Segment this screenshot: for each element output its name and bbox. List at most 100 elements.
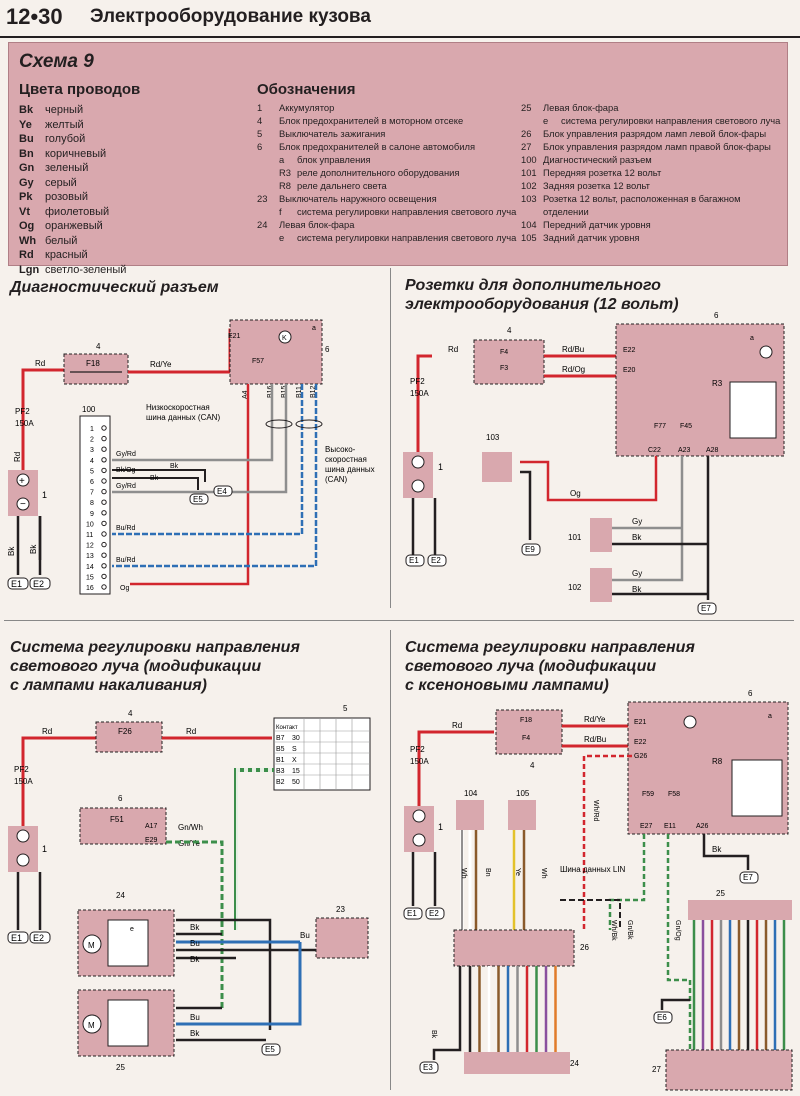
relay-r3-label: R3 xyxy=(712,379,723,388)
label-battery-1: 1 xyxy=(438,822,443,832)
label-5: 5 xyxy=(343,704,348,713)
designation-text: Передний датчик уровня xyxy=(543,219,651,230)
diag-pin-label: 13 xyxy=(86,553,94,560)
fuse-box-6 xyxy=(79,807,167,845)
label-4: 4 xyxy=(128,709,133,718)
module-27-output-wires xyxy=(692,920,786,1050)
designation-number: R8 xyxy=(279,180,291,191)
diag-pin xyxy=(101,584,107,590)
wire-color-name: серый xyxy=(45,176,77,189)
ground-e5 xyxy=(261,1043,281,1056)
ground-e2-label: E2 xyxy=(429,909,439,918)
fuse-f45-label: F45 xyxy=(680,423,692,430)
designation-text: Передняя розетка 12 вольт xyxy=(543,167,662,178)
pin-b2: B2 xyxy=(276,779,285,786)
wire-color-code: Wh xyxy=(19,234,37,247)
diag-pin xyxy=(101,425,107,431)
ground-e2 xyxy=(427,554,447,567)
wire-label-bk: Bk xyxy=(150,475,159,482)
designation-text: Задний датчик уровня xyxy=(543,232,640,243)
ignition-switch-5 xyxy=(273,717,371,791)
pin-b7: B7 xyxy=(276,735,285,742)
wire-label-rd-bu: Rd/Bu xyxy=(562,345,584,354)
diag-pin-label: 3 xyxy=(90,447,94,454)
level-sensor-105 xyxy=(508,800,536,830)
ground-e4 xyxy=(213,485,233,497)
label-105: 105 xyxy=(516,789,530,798)
wire-color-name: черный xyxy=(45,104,84,116)
diag-pin-label: 2 xyxy=(90,437,94,444)
low-can-label: шина данных (CAN) xyxy=(146,413,220,422)
label-4: 4 xyxy=(530,761,535,770)
divider-vertical-top xyxy=(390,268,391,608)
designation-row: отделении xyxy=(521,205,780,218)
label-100: 100 xyxy=(82,405,96,414)
socket-103 xyxy=(482,452,512,482)
section-title-line: Система регулировки направления xyxy=(405,639,695,656)
designation-number: 27 xyxy=(521,141,532,152)
diag-pin xyxy=(101,510,107,516)
wire-label-rd: Rd xyxy=(186,727,196,736)
fuse-box-4 xyxy=(63,353,129,385)
wire-label-rd-ye: Rd/Ye xyxy=(150,360,172,369)
wire-label-rd: Rd xyxy=(42,727,52,736)
designation-number: 5 xyxy=(257,128,263,139)
diagram-beam-xenon: 1 Rd PF2 150A E1 E2 4 F18 F4 Rd/Ye Rd/Bu… xyxy=(403,689,793,1091)
pin-30: 30 xyxy=(292,735,300,742)
pin-a4: A4 xyxy=(242,390,249,399)
designation-text: Аккумулятор xyxy=(279,102,335,113)
page-number: 12•30 xyxy=(6,4,63,29)
designation-text: реле дополнительного оборудования xyxy=(297,167,460,178)
wire-label-gn-wh: Gn/Wh xyxy=(178,823,203,832)
wire-color-name: красный xyxy=(45,249,88,261)
designation-text: реле дальнего света xyxy=(297,180,387,191)
wire-color-name: голубой xyxy=(45,133,86,145)
label-24: 24 xyxy=(570,1059,579,1068)
ground-e1 xyxy=(405,554,425,567)
designation-number: 25 xyxy=(521,102,532,113)
low-can-label: Низкоскоростная xyxy=(146,403,210,412)
diag-pin xyxy=(101,467,107,474)
relay-r3 xyxy=(729,381,777,439)
wire-label-bk: Bk xyxy=(430,1030,437,1039)
wire-color-code: Rd xyxy=(19,249,34,261)
wire-label-gy-rd: Gy/Rd xyxy=(116,483,136,490)
ground-e1-label: E1 xyxy=(11,933,22,943)
wire-label-bk: Bk xyxy=(190,1029,200,1038)
diag-pin-label: 11 xyxy=(86,532,93,539)
wire-color-name: фиолетовый xyxy=(45,205,110,218)
diag-pin-label: 7 xyxy=(90,490,94,497)
designation-text: Блок управления разрядом ламп правой бло… xyxy=(543,141,771,152)
diag-pin xyxy=(101,573,107,580)
diag-pin xyxy=(101,541,107,548)
diag-pin-label: 4 xyxy=(90,458,94,465)
battery-minus-icon: − xyxy=(20,499,26,510)
designation-text: система регулировки направления световог… xyxy=(561,115,781,126)
ground-e1 xyxy=(7,577,29,590)
label-6: 6 xyxy=(325,345,330,354)
diag-pin-label: 15 xyxy=(86,574,94,581)
fuse-f26-label: F26 xyxy=(118,727,132,736)
diag-pin-label: 5 xyxy=(90,468,94,475)
socket-102 xyxy=(590,568,612,602)
label-27: 27 xyxy=(652,1065,661,1074)
fuse-pf2-rating: 150A xyxy=(15,419,34,428)
ground-e2-label: E2 xyxy=(33,579,44,589)
designation-number: 4 xyxy=(257,115,263,126)
designation-number: R3 xyxy=(279,167,291,178)
label-6: 6 xyxy=(118,794,123,803)
fuse-f18-label: F18 xyxy=(520,717,532,724)
wire-color-code: Bn xyxy=(19,147,34,160)
section-title-line: Розетки для дополнительного xyxy=(405,277,661,294)
